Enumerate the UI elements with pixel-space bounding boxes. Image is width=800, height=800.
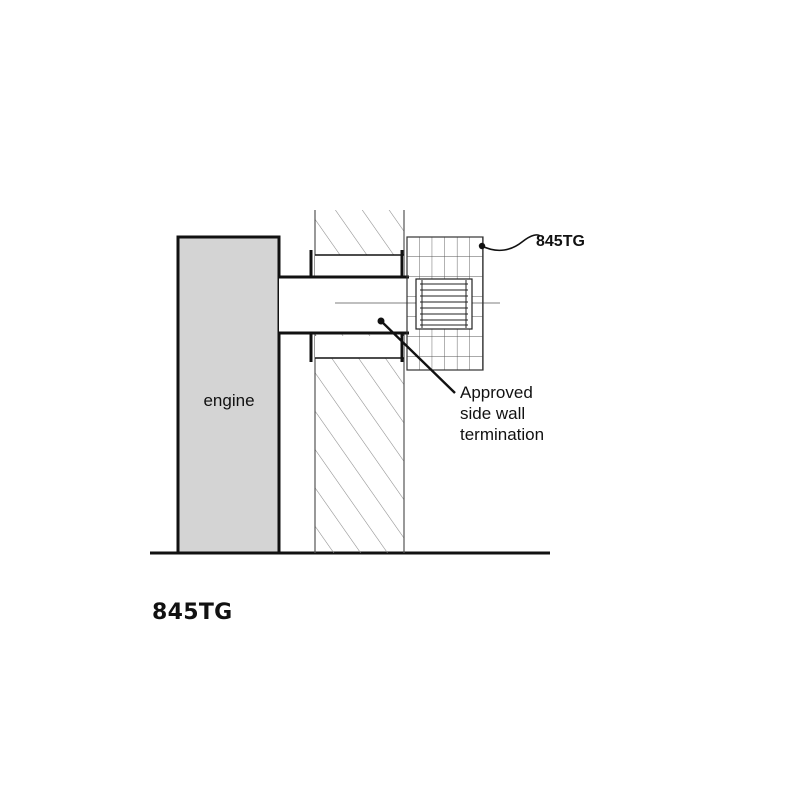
termination-grid bbox=[406, 236, 484, 371]
engine-label: engine bbox=[203, 391, 254, 410]
product-leader bbox=[478, 234, 541, 252]
engine-block bbox=[176, 235, 281, 555]
product-label: 845TG bbox=[536, 233, 585, 250]
exhaust-pipe bbox=[279, 275, 500, 335]
callout-line-2: side wall bbox=[460, 404, 525, 423]
caption: 845TG bbox=[152, 600, 233, 625]
termination-callout: Approved side wall termination bbox=[460, 383, 544, 444]
callout-line-1: Approved bbox=[460, 383, 533, 402]
callout-line-3: termination bbox=[460, 425, 544, 444]
termination-leader bbox=[377, 317, 456, 394]
